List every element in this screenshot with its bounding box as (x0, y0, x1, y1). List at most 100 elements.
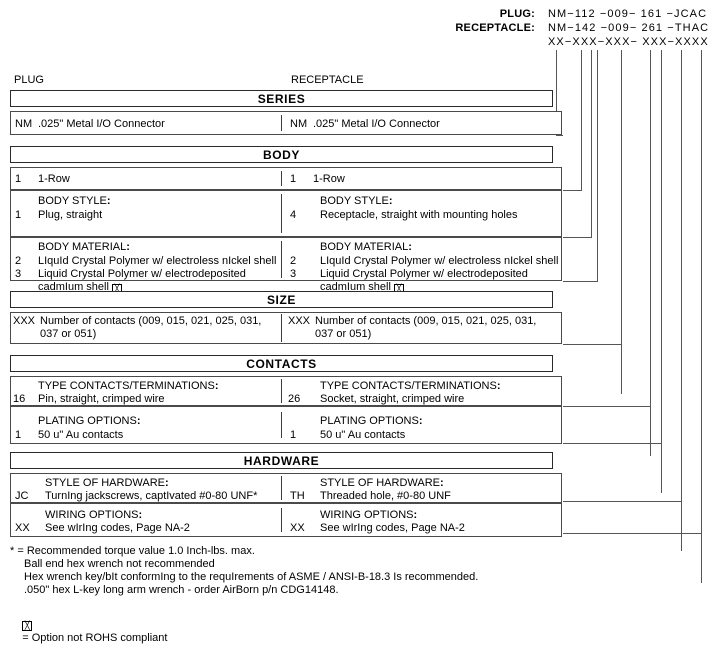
section-banner-contacts: CONTACTS (10, 355, 553, 372)
header-receptacle-partnumber: NM−142 −009− 261 −THAC (548, 22, 710, 34)
row-split-body-style (281, 194, 282, 233)
cell-text-body-material-receptacle-2: Liquid Crystal Polymer w/ electrodeposit… (320, 268, 528, 280)
cell-text-plating-receptacle: 50 u" Au contacts (320, 429, 406, 441)
cell-code-body-material-plug-1: 2 (15, 255, 22, 267)
leader-elbow-plating (563, 443, 662, 444)
section-rowbox-body-row (10, 167, 562, 190)
cell-code-contacts-type-receptacle: 26 (288, 393, 301, 405)
cell-code-wiring-receptacle: XX (290, 522, 305, 534)
cell-text-size-receptacle: Number of contacts (009, 015, 021, 025, … (315, 315, 537, 327)
cell-code-hardware-style-plug: JC (15, 490, 29, 502)
cell-title-hardware-style-receptacle-text: STYLE OF HARDWARE (320, 477, 440, 489)
cell-title-body-material-receptacle: BODY MATERIAL: (320, 241, 412, 253)
cell-text-size-receptacle-2: 037 or 051) (315, 328, 372, 340)
leader-line-body-row (581, 50, 582, 190)
cell-title-wiring-plug-text: WIRING OPTIONS (45, 509, 139, 521)
cell-title-hardware-style-receptacle: STYLE OF HARDWARE: (320, 477, 444, 489)
cell-code-plating-receptacle: 1 (290, 429, 297, 441)
row-split-hardware-style (281, 476, 282, 500)
leader-line-body-material (597, 50, 598, 281)
cell-text-body-material-receptacle-1: LIquId Crystal Polymer w/ electroless nI… (320, 255, 559, 267)
cell-title-body-style-receptacle: BODY STYLE: (320, 195, 393, 207)
footnote-rohs-text: = Option not ROHS compliant (22, 632, 168, 644)
cell-title-body-material-receptacle-text: BODY MATERIAL (320, 241, 409, 253)
cell-text-body-material-plug-1: LIquId Crystal Polymer w/ electroless nI… (38, 255, 277, 267)
cell-text-body-style-receptacle: Receptacle, straight with mounting holes (320, 209, 518, 221)
cell-title-contacts-type-plug-text: TYPE CONTACTS/TERMINATIONS (38, 380, 215, 392)
cell-code-body-material-receptacle-1: 2 (290, 255, 297, 267)
section-rowbox-size (10, 312, 562, 344)
leader-elbow-body-material (563, 281, 598, 282)
footnote-asterisk-line-1: * = Recommended torque value 1.0 Inch-lb… (10, 545, 255, 557)
leader-elbow-body-row (563, 190, 582, 191)
cell-code-body-style-plug: 1 (15, 209, 22, 221)
cell-text-body-material-plug-2b-text: cadmIum shell (38, 281, 109, 293)
cell-code-series-receptacle: NM (290, 118, 308, 130)
cell-code-body-style-receptacle: 4 (290, 209, 297, 221)
cell-text-body-material-receptacle-2b-text: cadmIum shell (320, 281, 391, 293)
cell-code-series-plug: NM (15, 118, 33, 130)
cell-text-wiring-plug: See wIrIng codes, Page NA-2 (45, 522, 190, 534)
footnote-asterisk-line-3: Hex wrench key/bIt conformIng to the req… (24, 571, 479, 583)
cell-title-wiring-receptacle-text: WIRING OPTIONS (320, 509, 414, 521)
leader-line-plating (661, 50, 662, 493)
cell-title-body-style-plug-text: BODY STYLE (38, 195, 107, 207)
cell-code-body-row-receptacle: 1 (290, 173, 297, 185)
cell-title-plating-receptacle-text: PLATING OPTIONS (320, 415, 419, 427)
row-split-series (281, 115, 282, 131)
column-caption-plug: PLUG (14, 74, 44, 86)
footnote-asterisk-line-4: .050" hex L-key long arm wrench - order … (24, 584, 339, 596)
cell-code-body-row-plug: 1 (15, 173, 22, 185)
section-rowbox-wiring (10, 503, 562, 537)
leader-line-series (556, 50, 557, 135)
row-split-plating (281, 412, 282, 438)
cell-title-body-material-plug-text: BODY MATERIAL (38, 241, 127, 253)
cell-text-body-row-plug: 1-Row (38, 173, 70, 185)
cell-title-hardware-style-plug-text: STYLE OF HARDWARE (45, 477, 165, 489)
part-number-breakdown-sheet: PLUG: NM−112 −009− 161 −JCAC RECEPTACLE:… (10, 8, 710, 644)
cell-title-contacts-type-receptacle-text: TYPE CONTACTS/TERMINATIONS (320, 380, 497, 392)
cell-text-contacts-type-plug: Pin, straight, crimped wire (38, 393, 165, 405)
footnote-rohs: ╳ = Option not ROHS compliant (10, 603, 167, 659)
cell-text-hardware-style-receptacle: Threaded hole, #0-80 UNF (320, 490, 451, 502)
cell-text-body-row-receptacle: 1-Row (313, 173, 345, 185)
section-rowbox-hardware-style (10, 473, 562, 503)
section-banner-body: BODY (10, 146, 553, 163)
cell-text-series-plug: .025" Metal I/O Connector (38, 118, 165, 130)
leader-elbow-body-style (563, 237, 592, 238)
footnote-asterisk-line-2: Ball end hex wrench not recommended (24, 558, 215, 570)
rohs-warning-icon: ╳ (22, 621, 33, 631)
cell-text-series-receptacle: .025" Metal I/O Connector (313, 118, 440, 130)
header-partnumber-mask: XX−XXX−XXX− XXX−XXXX (548, 36, 709, 48)
row-split-contacts-type (281, 379, 282, 403)
cell-text-plating-plug: 50 u" Au contacts (38, 429, 124, 441)
column-caption-receptacle: RECEPTACLE (291, 74, 364, 86)
section-rowbox-body-material (10, 237, 562, 281)
leader-line-wiring (701, 50, 702, 583)
row-split-body-row (281, 171, 282, 186)
section-rowbox-plating (10, 406, 562, 444)
section-rowbox-contacts-type (10, 376, 562, 406)
cell-title-plating-plug-text: PLATING OPTIONS (38, 415, 137, 427)
leader-line-size (621, 50, 622, 394)
cell-title-contacts-type-plug: TYPE CONTACTS/TERMINATIONS: (38, 380, 219, 392)
row-split-wiring (281, 508, 282, 532)
cell-title-hardware-style-plug: STYLE OF HARDWARE: (45, 477, 169, 489)
cell-code-size-plug: XXX (13, 315, 36, 327)
leader-line-hardware-style (681, 50, 682, 551)
cell-text-size-plug: Number of contacts (009, 015, 021, 025, … (40, 315, 262, 327)
cell-title-wiring-plug: WIRING OPTIONS: (45, 509, 143, 521)
cell-code-plating-plug: 1 (15, 429, 22, 441)
cell-title-body-style-plug: BODY STYLE: (38, 195, 111, 207)
cell-text-body-material-plug-2: Liquid Crystal Polymer w/ electrodeposit… (38, 268, 246, 280)
row-split-size (281, 314, 282, 342)
leader-line-body-style (591, 50, 592, 237)
header-plug-partnumber: NM−112 −009− 161 −JCAC (548, 8, 708, 20)
section-banner-size: SIZE (10, 291, 553, 308)
cell-code-contacts-type-plug: 16 (13, 393, 26, 405)
leader-elbow-contacts-type (563, 406, 651, 407)
section-rowbox-body-style (10, 190, 562, 237)
cell-code-body-material-receptacle-2: 3 (290, 268, 297, 280)
leader-elbow-size (563, 344, 622, 345)
leader-elbow-series (556, 135, 563, 136)
